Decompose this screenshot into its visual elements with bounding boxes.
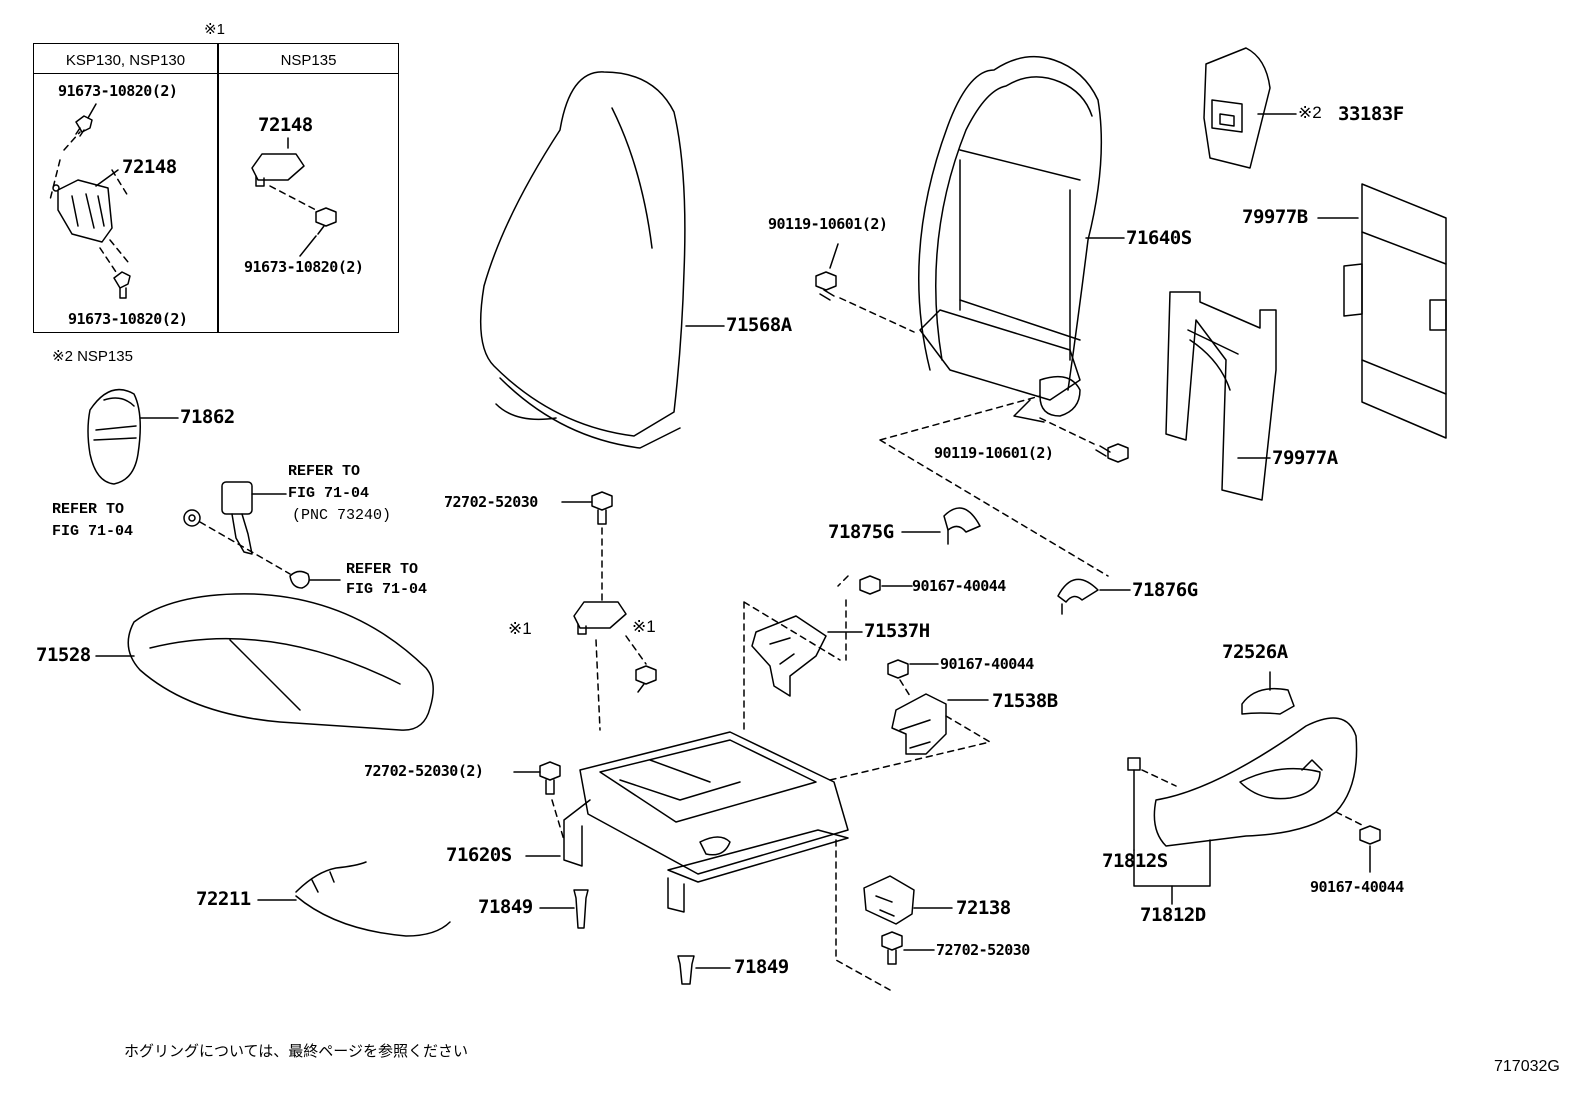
inset-marker: ※1: [204, 21, 225, 38]
seatback-frame-71640S-icon: [918, 55, 1125, 423]
label-71528: 71528: [36, 644, 91, 666]
inset-divider: [217, 44, 219, 332]
belt-washer-right-icon: [289, 570, 341, 589]
label-72702-top: 72702-52030: [444, 493, 538, 511]
inset-bracket2-label: 72148: [258, 114, 313, 136]
inset-header-row: [34, 44, 398, 74]
clip-71849-bottom-icon: [677, 955, 731, 985]
bolt-90119-top-icon: [815, 243, 839, 301]
footer-note: ホグリングについては、最終ページを参照ください: [124, 1042, 468, 1060]
inset-bolt2-label: 91673-10820(2): [244, 258, 364, 276]
knob-72526A-icon: [1241, 671, 1295, 715]
inset-bolt2-icon: [299, 207, 337, 257]
label-72211: 72211: [196, 888, 251, 910]
inset-col2-header: NSP135: [280, 52, 337, 69]
refer-right-line2: FIG 71-04: [346, 581, 428, 598]
label-71876G: 71876G: [1132, 579, 1198, 601]
marker1-right: ※1: [632, 617, 656, 636]
screw-90167-a-icon: [859, 575, 913, 595]
label-71568A: 71568A: [726, 314, 792, 336]
inset-bolt-top-label: 91673-10820(2): [58, 82, 178, 100]
bracket-72148-icon: [573, 601, 627, 635]
label-33183F: 33183F: [1338, 103, 1404, 125]
label-33183F-marker: ※2: [1298, 103, 1322, 122]
note2-label: ※2 NSP135: [52, 348, 133, 365]
label-71812S: 71812S: [1102, 850, 1168, 872]
label-90119-top: 90119-10601(2): [768, 215, 888, 233]
label-71862: 71862: [180, 406, 235, 428]
inset-bolt-bottom-icon: [113, 271, 131, 299]
screw-90167-c-icon: [1359, 825, 1381, 873]
label-72702-2: 72702-52030(2): [364, 762, 484, 780]
refer-left-line2: FIG 71-04: [52, 523, 134, 540]
cover-72138-icon: [863, 875, 953, 925]
label-72702-bottom: 72702-52030: [936, 941, 1030, 959]
label-72138: 72138: [956, 897, 1011, 919]
panel-79977A-icon: [1165, 291, 1277, 501]
refer-belt-line3: (PNC 73240): [292, 507, 392, 524]
cover-71876G-icon: [1057, 578, 1131, 615]
bolt-72702-2-icon: [513, 761, 561, 795]
label-90167-b: 90167-40044: [940, 655, 1034, 673]
side-shield-71812D-icon: [1153, 717, 1358, 847]
pad-33183F-icon: [1203, 47, 1297, 169]
wire-harness-72211-icon: [257, 861, 451, 937]
label-71620S: 71620S: [446, 844, 512, 866]
seat-belt-buckle-icon: [221, 481, 287, 555]
seat-frame-71620S-icon: [525, 731, 849, 913]
cover-71538B-icon: [891, 693, 989, 755]
bolt-72702-bottom-icon: [881, 931, 935, 965]
refer-left-line1: REFER TO: [52, 501, 125, 518]
clip-71849-left-icon: [539, 889, 589, 929]
clip-71812S-icon: [1127, 757, 1141, 851]
inset-bolt-top-icon: [75, 103, 97, 137]
refer-belt-line1: REFER TO: [288, 463, 361, 480]
refer-belt-line2: FIG 71-04: [288, 485, 370, 502]
label-71849-bottom: 71849: [734, 956, 789, 978]
label-71849-left: 71849: [478, 896, 533, 918]
refer-right-line1: REFER TO: [346, 561, 419, 578]
screw-90167-b-icon: [887, 659, 939, 679]
label-71812D: 71812D: [1140, 904, 1206, 926]
belt-nut-left-icon: [183, 509, 201, 527]
label-72526A: 72526A: [1222, 641, 1288, 663]
label-79977A: 79977A: [1272, 447, 1338, 469]
cover-71875G-icon: [901, 507, 981, 545]
bolt-91673-center-icon: [635, 665, 657, 693]
seatback-cover-71568A-icon: [479, 71, 725, 449]
label-71538B: 71538B: [992, 690, 1058, 712]
label-71640S: 71640S: [1126, 227, 1192, 249]
inset-col1-header: KSP130, NSP130: [65, 52, 186, 69]
label-90167-c: 90167-40044: [1310, 878, 1404, 896]
seat-cushion-71528-icon: [95, 593, 434, 731]
figure-id: 717032G: [1494, 1058, 1560, 1075]
marker1-left: ※1: [508, 619, 532, 638]
inset-bracket2-icon: [251, 137, 305, 187]
label-79977B: 79977B: [1242, 206, 1308, 228]
inset-table: KSP130, NSP130 NSP135: [33, 43, 399, 333]
label-71875G: 71875G: [828, 521, 894, 543]
label-90167-a: 90167-40044: [912, 577, 1006, 595]
bolt-90119-bottom-icon: [1095, 443, 1129, 463]
inset-bracket-label: 72148: [122, 156, 177, 178]
panel-79977B-icon: [1317, 183, 1447, 439]
bolt-72702-top-icon: [561, 491, 613, 525]
label-71537H: 71537H: [864, 620, 930, 642]
label-90119-bottom: 90119-10601(2): [934, 444, 1054, 462]
headrest-71862-icon: [87, 388, 179, 485]
inset-bolt-bottom-label: 91673-10820(2): [68, 310, 188, 328]
cover-71537H-icon: [751, 615, 863, 697]
